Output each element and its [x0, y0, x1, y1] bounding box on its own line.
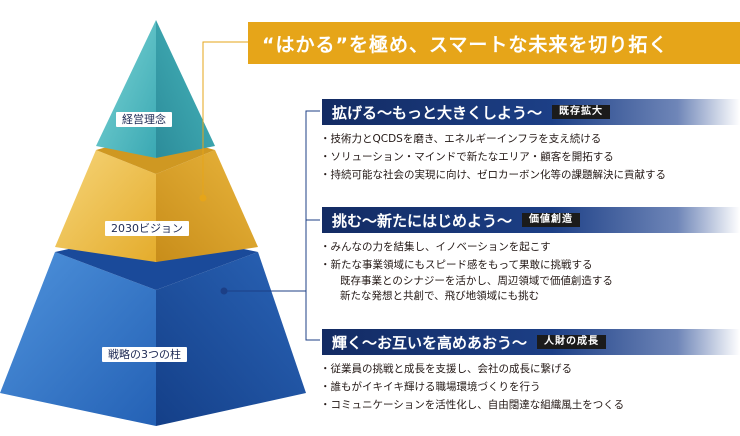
pyramid-bottom-tier-right-face [156, 252, 306, 426]
list-item: ・技術力とQCDSを磨き、エネルギーインフラを支え続ける [320, 133, 602, 145]
pillar-shine-header: 輝く～お互いを高めあおう～ 人財の成長 [322, 329, 740, 355]
list-item: ・従業員の挑戦と成長を支援し、会社の成長に繋げる [320, 363, 572, 375]
pillar-shine-list: ・従業員の挑戦と成長を支援し、会社の成長に繋げる ・誰もがイキイキ輝ける職場環境… [320, 360, 624, 414]
pyramid-top-label: 経営理念 [116, 112, 172, 127]
list-item: ・持続可能な社会の実現に向け、ゼロカーボン化等の課題解決に貢献する [320, 169, 666, 181]
list-subitem: 新たな発想と共創で、飛び地領域にも挑む [340, 290, 540, 302]
pillar-challenge-header: 挑む～新たにはじめよう～ 価値創造 [322, 207, 740, 233]
pillar-expand-tag: 既存拡大 [552, 105, 611, 119]
pillar-expand-header: 拡げる～もっと大きくしよう～ 既存拡大 [322, 99, 740, 125]
pillar-shine-tag: 人財の成長 [537, 335, 607, 349]
pillar-expand-list: ・技術力とQCDSを磨き、エネルギーインフラを支え続ける ・ソリューション・マイ… [320, 130, 666, 184]
pillars-bracket-line [305, 110, 320, 341]
vision-banner-text: “はかる”を極め、スマートな未来を切り拓く [262, 33, 669, 56]
pyramid-middle-label: 2030ビジョン [105, 221, 189, 236]
vision-banner: “はかる”を極め、スマートな未来を切り拓く [248, 22, 740, 64]
pillar-expand-title: 拡げる～もっと大きくしよう～ [332, 103, 543, 122]
pyramid-top-tier-right-face [156, 20, 215, 158]
list-item: ・ソリューション・マインドで新たなエリア・顧客を開拓する [320, 151, 614, 163]
list-item: ・誰もがイキイキ輝ける職場環境づくりを行う [320, 381, 541, 393]
pillar-challenge-list: ・みんなの力を結集し、イノベーションを起こす ・新たな事業領域にもスピード感をも… [320, 238, 613, 304]
pyramid-bottom-tier-rim [55, 243, 258, 290]
list-item: ・コミュニケーションを活性化し、自由闊達な組織風土をつくる [320, 399, 625, 411]
pyramid-top-tier-left-face [96, 20, 156, 158]
banner-connector-line [202, 41, 248, 198]
pillar-challenge-tag: 価値創造 [522, 213, 581, 227]
pillars-connector-dot [220, 287, 228, 295]
list-item: ・新たな事業領域にもスピード感をもって果敢に挑戦する [320, 259, 593, 271]
banner-connector-dot [199, 194, 207, 202]
list-subitem: 既存事業とのシナジーを活かし、周辺領域で価値創造する [340, 275, 613, 287]
pyramid-bottom-label: 戦略の3つの柱 [102, 347, 187, 362]
pillar-challenge-title: 挑む～新たにはじめよう～ [332, 211, 513, 230]
pillar-shine-title: 輝く～お互いを高めあおう～ [332, 333, 528, 352]
pyramid-bottom-tier-left-face [0, 252, 156, 426]
list-item: ・みんなの力を結集し、イノベーションを起こす [320, 241, 551, 253]
